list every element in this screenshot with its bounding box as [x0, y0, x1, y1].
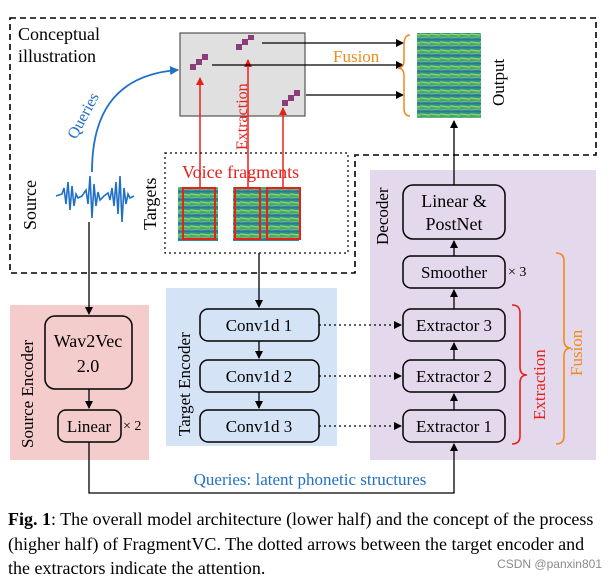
extractor-3-label: Extractor 3	[416, 316, 492, 335]
linear-postnet-label-1: Linear &	[421, 191, 486, 211]
conv1d-2-label: Conv1d 2	[226, 367, 293, 386]
voice-fragment-box-1	[182, 187, 216, 240]
output-spectrogram	[417, 33, 481, 118]
queries-label: Queries	[65, 90, 103, 142]
fusion-label-top: Fusion	[333, 47, 380, 66]
source-label: Source	[20, 180, 40, 230]
figure-caption: Fig. 1: The overall model architecture (…	[8, 507, 606, 581]
fusion-label-decoder: Fusion	[567, 329, 586, 376]
conv1d-1-label: Conv1d 1	[226, 316, 293, 335]
target-encoder-title: Target Encoder	[175, 332, 194, 436]
smoother-label: Smoother	[421, 263, 487, 282]
queries-bottom-label: Queries: latent phonetic structures	[194, 470, 427, 489]
queries-curve	[91, 66, 179, 173]
conceptual-title-1: Conceptual	[18, 24, 100, 44]
fusion-bracket-decoder	[555, 252, 572, 445]
extraction-bracket	[511, 304, 528, 445]
caption-text: : The overall model architecture (lower …	[8, 509, 594, 578]
target-spectrogram-1	[178, 187, 218, 241]
attention-diagonal-3	[282, 90, 300, 106]
wav2vec-box	[44, 315, 133, 390]
extraction-label-decoder: Extraction	[530, 349, 549, 420]
wav2vec-label-2: 2.0	[77, 356, 100, 376]
conceptual-region	[9, 17, 597, 274]
watermark: CSDN @panxin801	[497, 557, 602, 571]
targets-label: Targets	[140, 178, 160, 230]
extractor-2-label: Extractor 2	[416, 367, 492, 386]
extractor-1-label: Extractor 1	[416, 417, 492, 436]
wav2vec-label-1: Wav2Vec	[54, 331, 123, 351]
linear-repeat: × 2	[123, 419, 141, 434]
conv1d-3-label: Conv1d 3	[226, 417, 293, 436]
voice-fragment-box-2	[234, 187, 261, 240]
decoder-title: Decoder	[373, 187, 392, 245]
queries-path-bottom	[88, 442, 458, 494]
source-waveform	[55, 175, 135, 223]
extraction-label-top: Extraction	[234, 83, 251, 150]
conceptual-title-2: illustration	[18, 46, 96, 66]
linear-label: Linear	[67, 417, 112, 436]
source-encoder-title: Source Encoder	[18, 340, 37, 448]
figure-number: Fig. 1	[8, 509, 51, 529]
fusion-bracket-top	[397, 34, 411, 117]
attention-diagonal-1	[190, 54, 208, 70]
smoother-repeat: × 3	[508, 265, 526, 280]
attention-diagonal-2	[236, 35, 254, 50]
voice-fragment-box-3	[266, 187, 301, 240]
targets-box	[164, 152, 349, 254]
linear-postnet-label-2: PostNet	[425, 214, 482, 234]
output-label: Output	[489, 59, 508, 107]
voice-fragments-label: Voice fragments	[182, 162, 299, 182]
